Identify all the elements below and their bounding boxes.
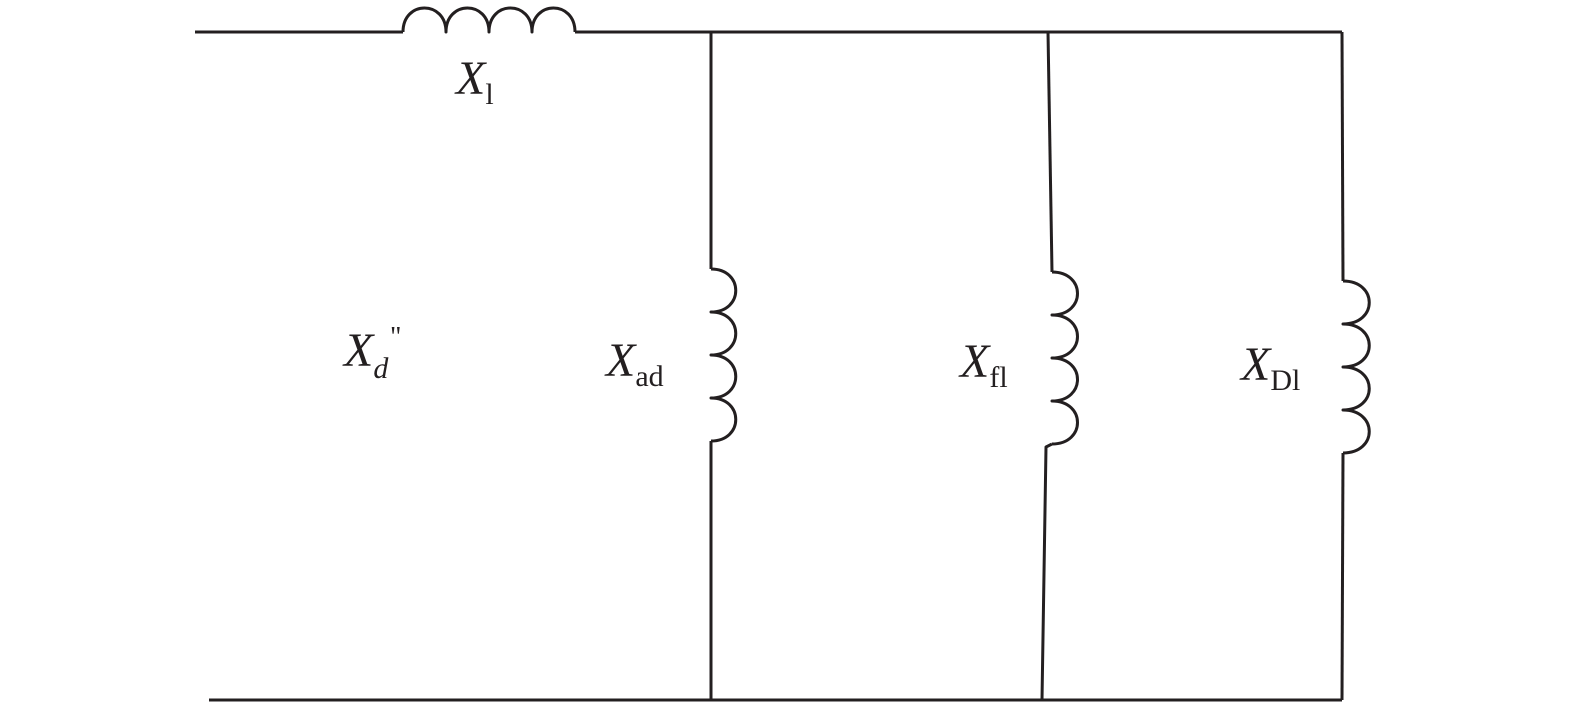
label-xdl: XDl [1239,338,1300,397]
label-xad: Xad [604,334,664,393]
shunt-inductor-xfl [1050,270,1079,446]
branch-xdl-upper-wire [1340,31,1345,282]
branch-xfl-upper-wire [1046,31,1054,273]
label-xl: Xl [454,52,494,111]
label-xd-subtransient: Xd" [342,322,401,385]
shunt-inductor-xad [709,267,738,443]
label-xfl: Xfl [958,335,1008,394]
branch-xdl-lower-wire [1340,452,1345,701]
shunt-inductor-xdl [1341,279,1371,455]
branch-xfl-lower-wire [1040,442,1053,701]
series-inductor-xl [401,6,577,34]
